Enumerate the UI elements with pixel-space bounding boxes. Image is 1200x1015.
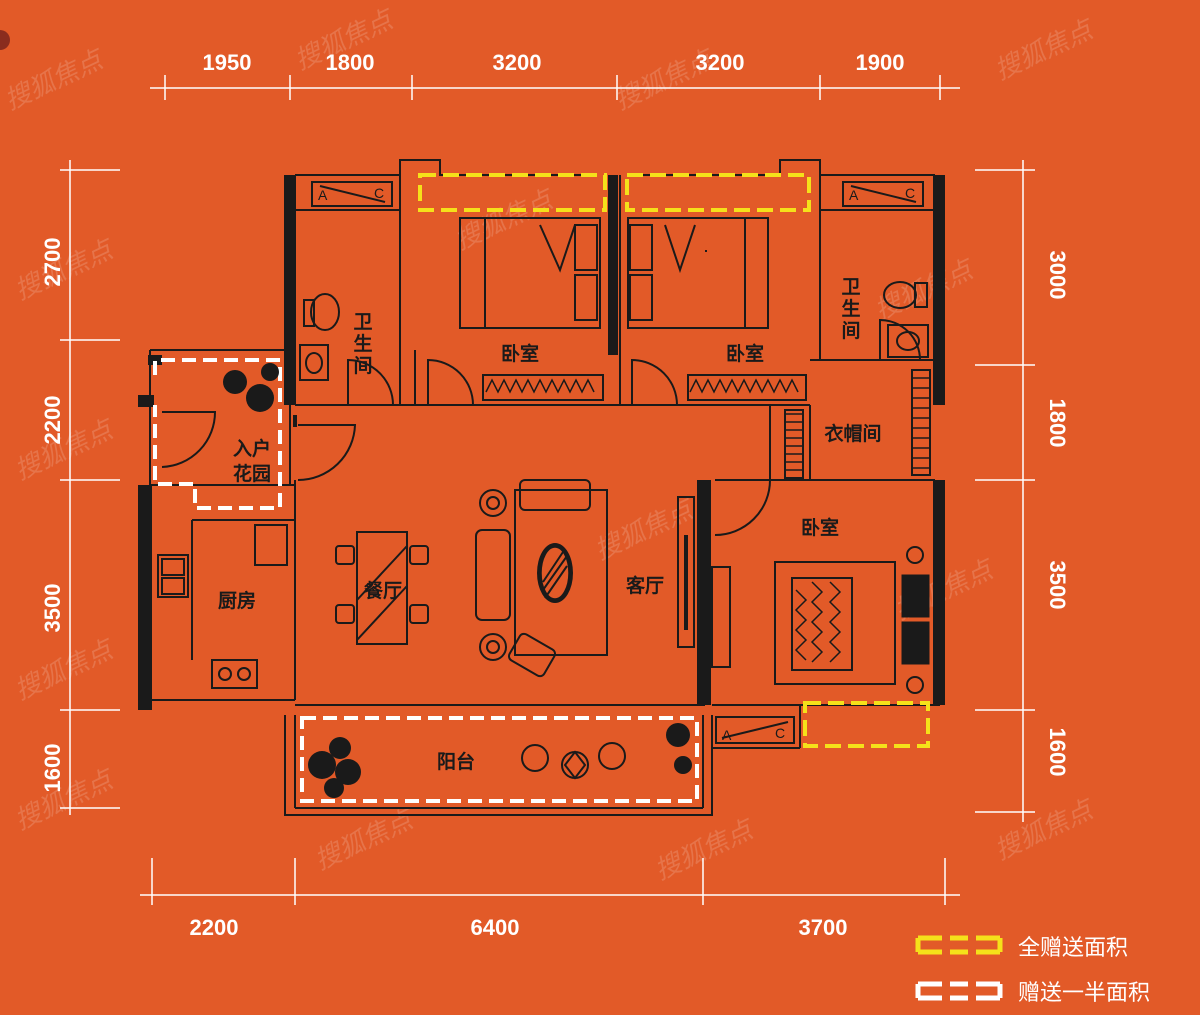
dim-label: 2200 [190, 915, 239, 940]
dim-label: 1800 [326, 50, 375, 75]
plant-icon [223, 363, 279, 412]
dimension-left: 2700 2200 3500 1600 [40, 160, 120, 815]
thick-walls [138, 175, 945, 710]
legend-label-full-gift: 全赠送面积 [1018, 936, 1128, 961]
dim-label: 1600 [40, 744, 65, 793]
legend-label-half-gift: 赠送一半面积 [1018, 981, 1150, 1006]
watermark: 搜狐焦点 [10, 414, 120, 486]
room-label-bath-right: 间 [841, 320, 860, 342]
wardrobe-icon [482, 374, 604, 401]
room-label-bedroom: 卧室 [801, 516, 839, 539]
bed-icon [459, 217, 601, 329]
watermark: 搜狐焦点 [990, 14, 1100, 86]
ac-unit: A C [311, 181, 393, 207]
stove-icon [211, 659, 258, 689]
dim-label: 3200 [696, 50, 745, 75]
full-gift-areas [418, 173, 930, 748]
sink-icon [157, 554, 189, 598]
dining-table-icon [335, 531, 429, 645]
room-label-living: 客厅 [626, 574, 664, 597]
watermark: 搜狐焦点 [870, 254, 980, 326]
dim-label: 1800 [1045, 399, 1070, 448]
plant-icon [308, 737, 361, 798]
svg-text:A: A [849, 187, 859, 203]
watermark: 搜狐焦点 [10, 634, 120, 706]
svg-text:C: C [905, 185, 915, 201]
room-label-bath-right: 生 [841, 297, 860, 320]
room-label-closet: 衣帽间 [824, 422, 881, 445]
svg-text:C: C [374, 185, 384, 201]
room-label-balcony: 阳台 [437, 750, 475, 773]
half-gift-areas [153, 358, 699, 803]
watermark: 搜狐焦点 [450, 184, 560, 256]
room-label-bath-left: 生 [353, 332, 372, 355]
room-label-bedroom: 卧室 [501, 342, 539, 365]
tv-cabinet-icon [711, 566, 731, 668]
toilet-icon [883, 281, 928, 309]
svg-text:C: C [775, 725, 785, 741]
legend-item-full-gift: 全赠送面积 [915, 935, 1128, 961]
room-label-garden: 花园 [233, 462, 271, 485]
dim-label: 6400 [471, 915, 520, 940]
dim-label: 2700 [40, 238, 65, 287]
watermark: 搜狐焦点 [990, 794, 1100, 866]
sink-icon [887, 324, 929, 358]
room-label-dining: 餐厅 [364, 579, 402, 602]
bed-icon [627, 217, 769, 329]
interior-walls [149, 159, 940, 816]
room-label-bath-right: 卫 [841, 276, 860, 298]
legend: 全赠送面积 赠送一半面积 [915, 935, 1150, 1006]
tv-cabinet-icon [677, 496, 695, 648]
sofa-icon [475, 479, 608, 678]
watermark: 搜狐焦点 [650, 814, 760, 886]
room-label-bath-left: 卫 [353, 311, 372, 333]
room-label-garden: 入户 [233, 437, 271, 460]
room-labels: 卫 生 间 卫 生 间 卧室 卧室 卧室 入户 花园 厨房 餐厅 客厅 衣帽间 … [218, 276, 882, 773]
wardrobe-icon [911, 369, 931, 476]
wardrobe-icon [784, 409, 804, 479]
watermark: 搜狐焦点 [0, 44, 110, 116]
bed-icon [774, 546, 930, 694]
dim-label: 1900 [856, 50, 905, 75]
svg-text:A: A [318, 187, 328, 203]
watermark: 搜狐焦点 [10, 234, 120, 306]
room-label-bedroom: 卧室 [726, 342, 764, 365]
door-icon [161, 318, 921, 536]
dim-label: 1950 [203, 50, 252, 75]
dim-label: 3700 [799, 915, 848, 940]
dim-label: 3500 [40, 584, 65, 633]
plant-icon [666, 723, 692, 774]
sink-icon [299, 344, 329, 381]
dimension-right: 3000 1800 3500 1600 [975, 160, 1070, 822]
dim-label: 2200 [40, 396, 65, 445]
svg-text:A: A [722, 727, 732, 743]
dim-label: 3000 [1045, 251, 1070, 300]
dim-label: 3500 [1045, 561, 1070, 610]
dimension-top: 1950 1800 3200 3200 1900 [150, 50, 960, 100]
watermark: 搜狐焦点 [10, 764, 120, 836]
room-label-kitchen: 厨房 [218, 589, 256, 612]
watermarks: 搜狐焦点 搜狐焦点 搜狐焦点 搜狐焦点 搜狐焦点 搜狐焦点 搜狐焦点 搜狐焦点 … [0, 4, 1100, 886]
wardrobe-icon [687, 374, 807, 401]
ac-unit: A C [842, 181, 924, 207]
dim-label: 1600 [1045, 728, 1070, 777]
room-label-bath-left: 间 [353, 355, 372, 377]
legend-item-half-gift: 赠送一半面积 [915, 981, 1150, 1006]
toilet-icon [303, 293, 340, 331]
dim-label: 3200 [493, 50, 542, 75]
corner-logo [0, 30, 10, 50]
fridge-icon [254, 524, 288, 566]
ac-unit: A C [715, 716, 795, 744]
chair-icon [521, 742, 626, 780]
dimension-bottom: 2200 6400 3700 [140, 858, 960, 940]
